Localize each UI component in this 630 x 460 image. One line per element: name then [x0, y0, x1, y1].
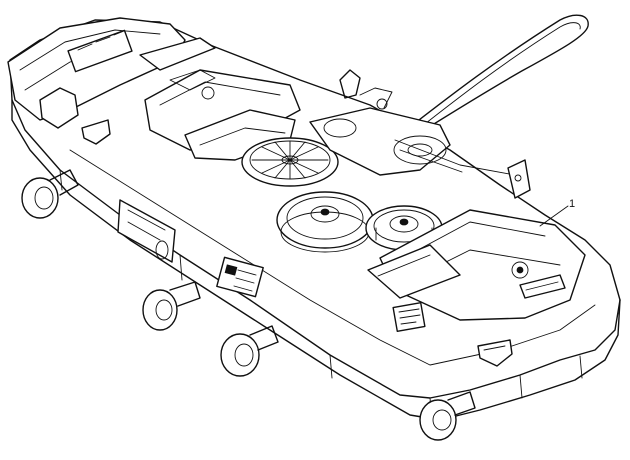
- callout-1: 1: [539, 198, 575, 227]
- warning-decal-left: [216, 256, 264, 298]
- caster-wheel-rear-left: [21, 169, 79, 219]
- caster-wheel-front-right: [419, 391, 476, 441]
- side-brand-plate: [117, 199, 176, 263]
- callout-number: 1: [569, 198, 575, 210]
- spindle-pulley-rear: [241, 137, 339, 187]
- shield-badge-left: [81, 119, 111, 145]
- spindle-pulley-center: [276, 191, 374, 253]
- warning-decal-front: [392, 302, 426, 332]
- right-bracket: [507, 159, 531, 199]
- shield-badge-right: [477, 339, 513, 367]
- left-housing: [7, 17, 216, 129]
- caster-wheel-front-left-2: [220, 325, 279, 377]
- caster-wheel-front-left-1: [142, 281, 201, 331]
- idler-arm-assembly: [309, 69, 516, 176]
- belt-cover-rear: [144, 69, 301, 161]
- belt-cover-front: [367, 209, 586, 321]
